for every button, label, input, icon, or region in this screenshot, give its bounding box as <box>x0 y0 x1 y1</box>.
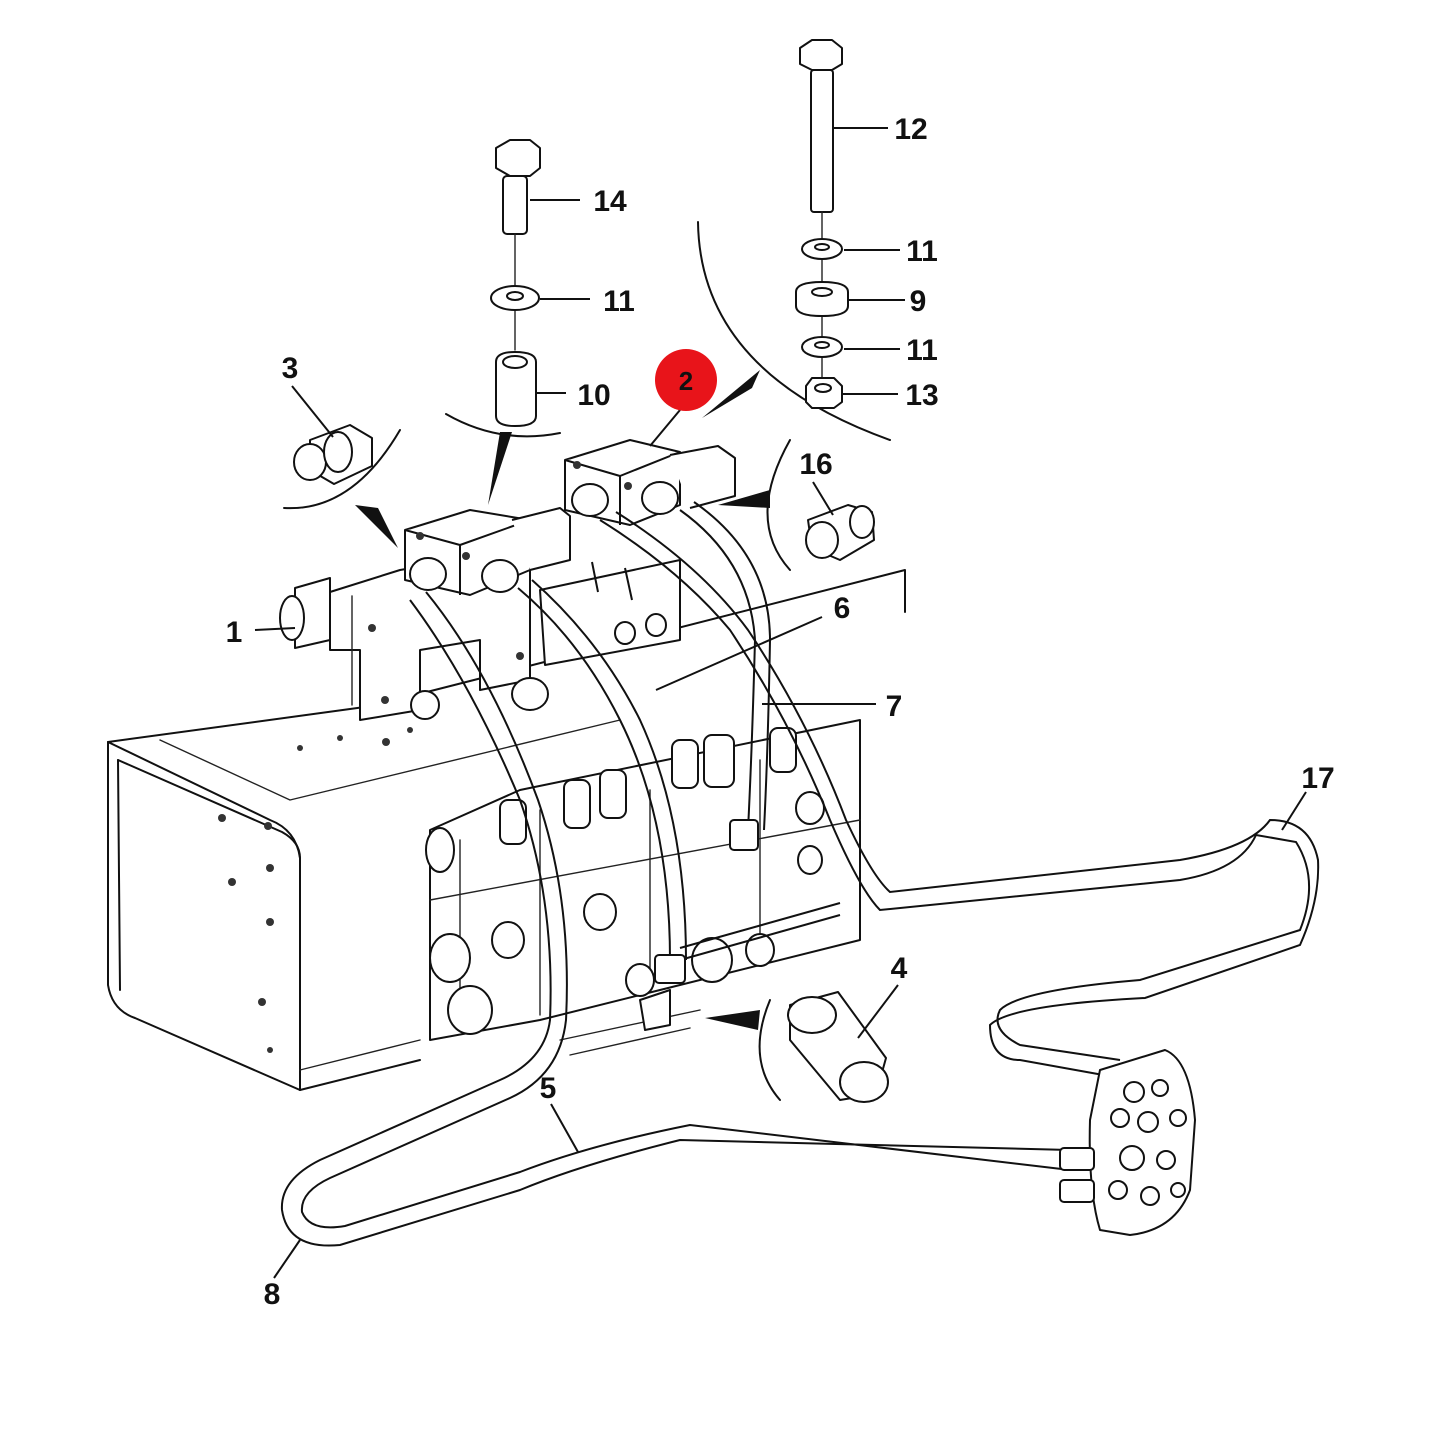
leader-lines <box>254 127 1307 1279</box>
fitting-3 <box>293 424 373 485</box>
callout-6: 6 <box>834 592 851 625</box>
callout-12: 12 <box>894 113 927 146</box>
callout-1: 1 <box>226 616 243 649</box>
bolt-14 <box>490 139 541 427</box>
callout-2: 2 <box>679 366 693 396</box>
callout-13: 13 <box>905 379 938 412</box>
callout-10: 10 <box>577 379 610 412</box>
callout-8: 8 <box>264 1278 281 1311</box>
callout-labels: 1 2 3 4 5 6 7 8 9 10 11 11 11 12 13 14 1… <box>226 113 1335 1311</box>
callout-7: 7 <box>886 690 903 723</box>
callout-17: 17 <box>1301 762 1334 795</box>
detail-arcs <box>283 221 891 1101</box>
callout-9: 9 <box>910 285 927 318</box>
frame-box <box>107 569 906 1091</box>
callout-11b: 11 <box>906 235 938 268</box>
callout-5: 5 <box>540 1072 557 1105</box>
hose-manifold-plate <box>1059 1049 1196 1236</box>
elbow-fitting-16 <box>805 504 875 561</box>
solenoid-valve-right <box>564 439 736 526</box>
highlight-badge <box>655 349 717 411</box>
callout-16: 16 <box>799 448 832 481</box>
callout-11a: 11 <box>603 285 635 318</box>
solenoid-valve-left <box>404 507 571 596</box>
callout-3: 3 <box>282 352 299 385</box>
callout-4: 4 <box>891 952 908 985</box>
plug-4 <box>787 991 889 1103</box>
bolt-12 <box>795 39 849 409</box>
callout-14: 14 <box>593 185 627 218</box>
callout-11c: 11 <box>906 334 938 367</box>
